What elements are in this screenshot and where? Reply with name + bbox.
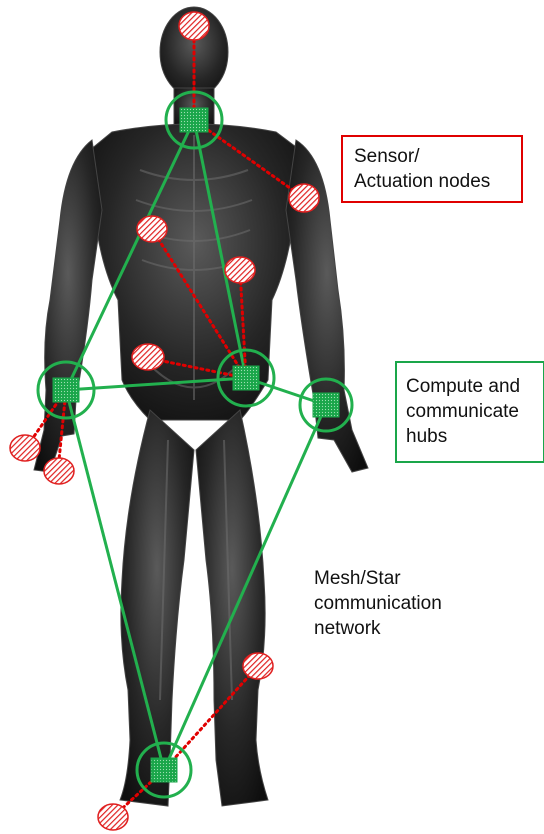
sensor-knee <box>243 653 273 679</box>
sensor-finger-2 <box>44 458 74 484</box>
sensor-hip <box>132 344 164 370</box>
sensor-foot <box>98 804 128 830</box>
sensor-chest-right <box>225 257 255 283</box>
hubs-label: Compute and communicate hubs <box>406 374 542 449</box>
sensor-elbow <box>289 184 319 212</box>
sensor-head <box>179 12 209 40</box>
network-label: Mesh/Star communication network <box>314 566 514 641</box>
sensor-nodes-label: Sensor/ Actuation nodes <box>354 144 520 194</box>
right-leg <box>196 410 268 806</box>
sensor-chest-left <box>137 216 167 242</box>
sensor-finger-1 <box>10 435 40 461</box>
